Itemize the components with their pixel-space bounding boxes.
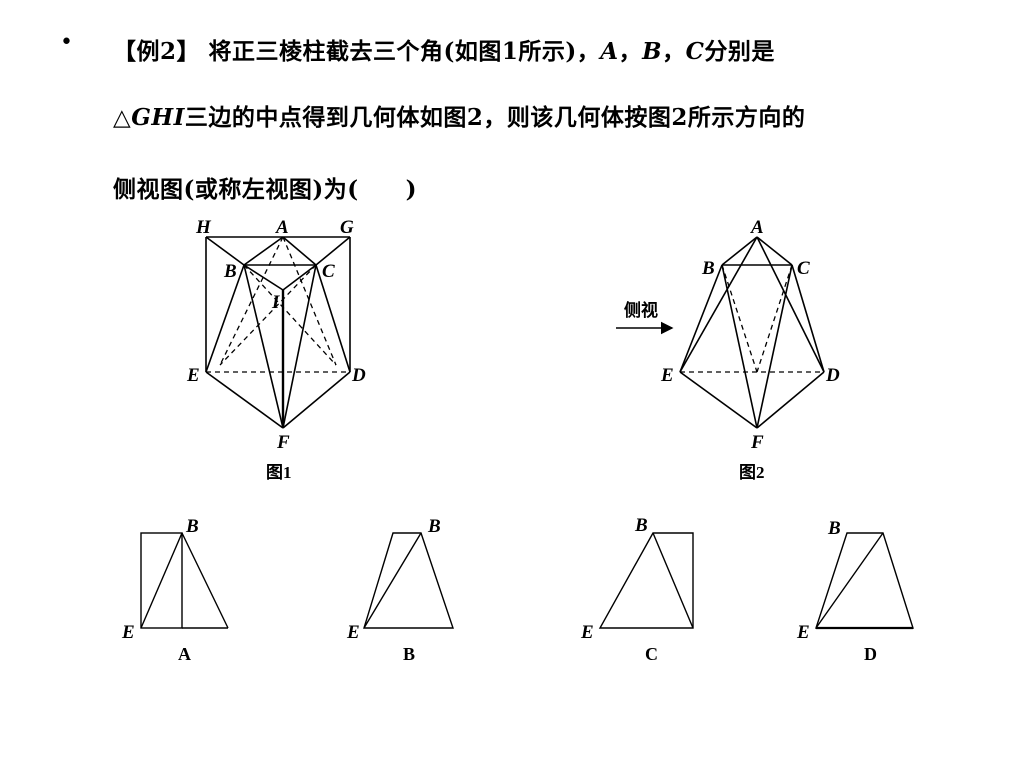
- figure-2-caption: 图2: [739, 463, 765, 482]
- view-label: 侧视: [624, 300, 658, 320]
- label-b: B: [701, 258, 715, 279]
- label-c: C: [322, 261, 335, 282]
- triangle-ghi-text: GHI: [131, 104, 185, 131]
- figure-1: [205, 236, 351, 429]
- option-d-figure: [815, 532, 914, 630]
- figure-1-caption: 图1: [266, 463, 292, 482]
- option-c-figure: [598, 532, 694, 629]
- point-c-text: C: [685, 38, 705, 65]
- label-e: E: [660, 365, 674, 386]
- option-a-figure: [140, 532, 229, 629]
- label-b: B: [223, 261, 237, 282]
- option-b-label-b: B: [427, 516, 441, 537]
- point-b-text: B: [642, 38, 663, 65]
- option-d-label-b: B: [827, 518, 841, 539]
- option-c-label-b: B: [634, 515, 648, 536]
- separator: ，: [618, 38, 643, 65]
- option-c-letter[interactable]: C: [645, 644, 658, 664]
- bullet: •: [60, 30, 73, 55]
- question-line-1-end: 分别是: [704, 38, 775, 65]
- option-c-label-e: E: [580, 622, 594, 643]
- label-i: I: [271, 292, 280, 313]
- option-d-letter[interactable]: D: [864, 644, 877, 664]
- option-a-label-b: B: [185, 516, 199, 537]
- option-b-figure: [363, 532, 454, 629]
- label-a: A: [750, 217, 764, 238]
- label-f: F: [276, 432, 290, 453]
- figure-2-labels: 侧视 A B C E D F 图2: [624, 217, 840, 482]
- question-line-1: 【例2】 将正三棱柱截去三个角(如图1所示)，A，B，C分别是: [113, 32, 775, 66]
- label-a: A: [275, 217, 289, 238]
- option-b-letter[interactable]: B: [403, 644, 415, 664]
- option-b-label-e: E: [346, 622, 360, 643]
- label-g: G: [340, 217, 354, 238]
- label-f: F: [750, 432, 764, 453]
- option-a-label-e: E: [121, 622, 135, 643]
- figure-2: [616, 236, 825, 429]
- label-h: H: [195, 217, 212, 238]
- separator: ，: [662, 38, 686, 65]
- label-d: D: [351, 365, 366, 386]
- label-d: D: [825, 365, 840, 386]
- label-c: C: [797, 258, 810, 279]
- question-line-2-text: 三边的中点得到几何体如图2，则该几何体按图2所示方向的: [184, 104, 806, 131]
- question-line-1-text: 【例2】 将正三棱柱截去三个角(如图1所示)，: [113, 38, 601, 65]
- point-a-text: A: [600, 38, 619, 65]
- question-line-3-text: 侧视图(或称左视图)为( ): [113, 176, 418, 203]
- question-line-3: 侧视图(或称左视图)为( ): [113, 170, 417, 204]
- triangle-symbol: △: [113, 104, 132, 131]
- figure-1-labels: H A G B C I E D F 图1: [186, 217, 366, 482]
- question-line-2: △GHI三边的中点得到几何体如图2，则该几何体按图2所示方向的: [113, 98, 805, 132]
- label-e: E: [186, 365, 200, 386]
- option-a-letter[interactable]: A: [178, 644, 191, 664]
- option-d-label-e: E: [796, 622, 810, 643]
